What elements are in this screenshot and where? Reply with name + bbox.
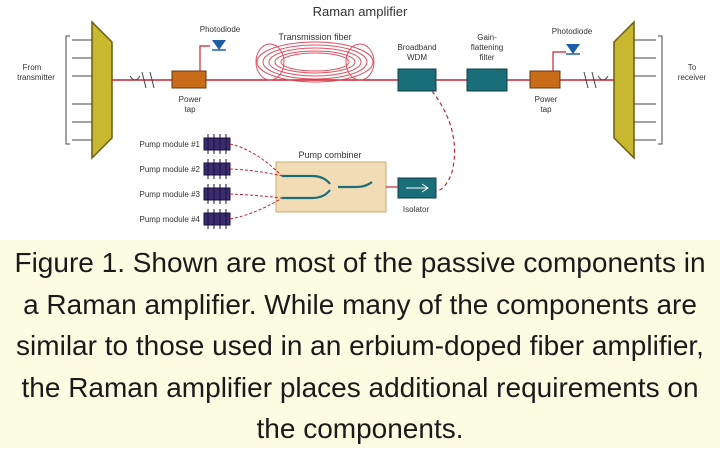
broadband-wdm-label: Broadband [397,43,436,52]
pump-module-4 [203,209,231,229]
pump-module-2 [203,159,231,179]
isolator-arrow-icon [406,183,429,193]
pump-module-2-label: Pump module #2 [140,165,201,174]
figure-caption: Figure 1. Shown are most of the passive … [0,240,720,448]
pump-module-3-label: Pump module #3 [140,190,201,199]
caption-line-5: the components. [256,413,464,444]
broadband-wdm [397,68,437,92]
pump-module-1-label: Pump module #1 [140,140,201,149]
left-connector-icon [129,71,155,89]
left-multiplexer [65,20,113,160]
power-tap-right [529,70,561,89]
caption-line-4: the Raman amplifier places additional re… [21,371,699,403]
raman-amplifier-diagram: Raman amplifier From transmitter To rece [17,4,707,229]
pump-module-1 [203,134,231,154]
photodiode-right-link [552,51,566,71]
to-receiver-label: To [688,63,697,72]
pump-module-3 [203,184,231,204]
power-tap-right-label-2: tap [540,105,552,114]
photodiode-right-label: Photodiode [552,27,593,36]
photodiode-right-icon [566,44,580,54]
pump-combiner [275,161,387,213]
isolator-label: Isolator [403,205,430,214]
power-tap-left [171,70,207,89]
right-connector-icon [583,71,609,89]
to-receiver-label-2: receiver [678,73,707,82]
gff-label-3: filter [479,53,494,62]
pump-feed-lines [229,143,283,220]
transmission-fiber-label: Transmission fiber [278,32,351,42]
from-transmitter-label: From [23,63,42,72]
transmission-fiber-coil [255,41,375,83]
gff-label: Gain- [477,33,497,42]
caption-line-1: Figure 1. Shown are most of the passive … [14,247,706,278]
photodiode-left-icon [212,40,226,50]
photodiode-left-link [199,45,210,71]
gff-label-2: flattening [471,43,503,52]
power-tap-left-label: Power [179,95,202,104]
power-tap-left-label-2: tap [184,105,196,114]
pump-combiner-label: Pump combiner [298,150,361,160]
right-demultiplexer [613,20,663,160]
gain-flattening-filter [466,68,508,92]
power-tap-right-label: Power [535,95,558,104]
pump-feed-dashed [431,90,456,193]
caption-line-2: a Raman amplifier. While many of the com… [23,288,697,320]
photodiode-left-label: Photodiode [200,25,241,34]
combiner-waveguides [282,174,373,200]
pump-module-4-label: Pump module #4 [140,215,201,224]
broadband-wdm-label-2: WDM [407,53,427,62]
from-transmitter-label-2: transmitter [17,73,55,82]
diagram-title: Raman amplifier [313,4,408,19]
caption-line-3: similar to those used in an erbium-doped… [16,330,704,361]
